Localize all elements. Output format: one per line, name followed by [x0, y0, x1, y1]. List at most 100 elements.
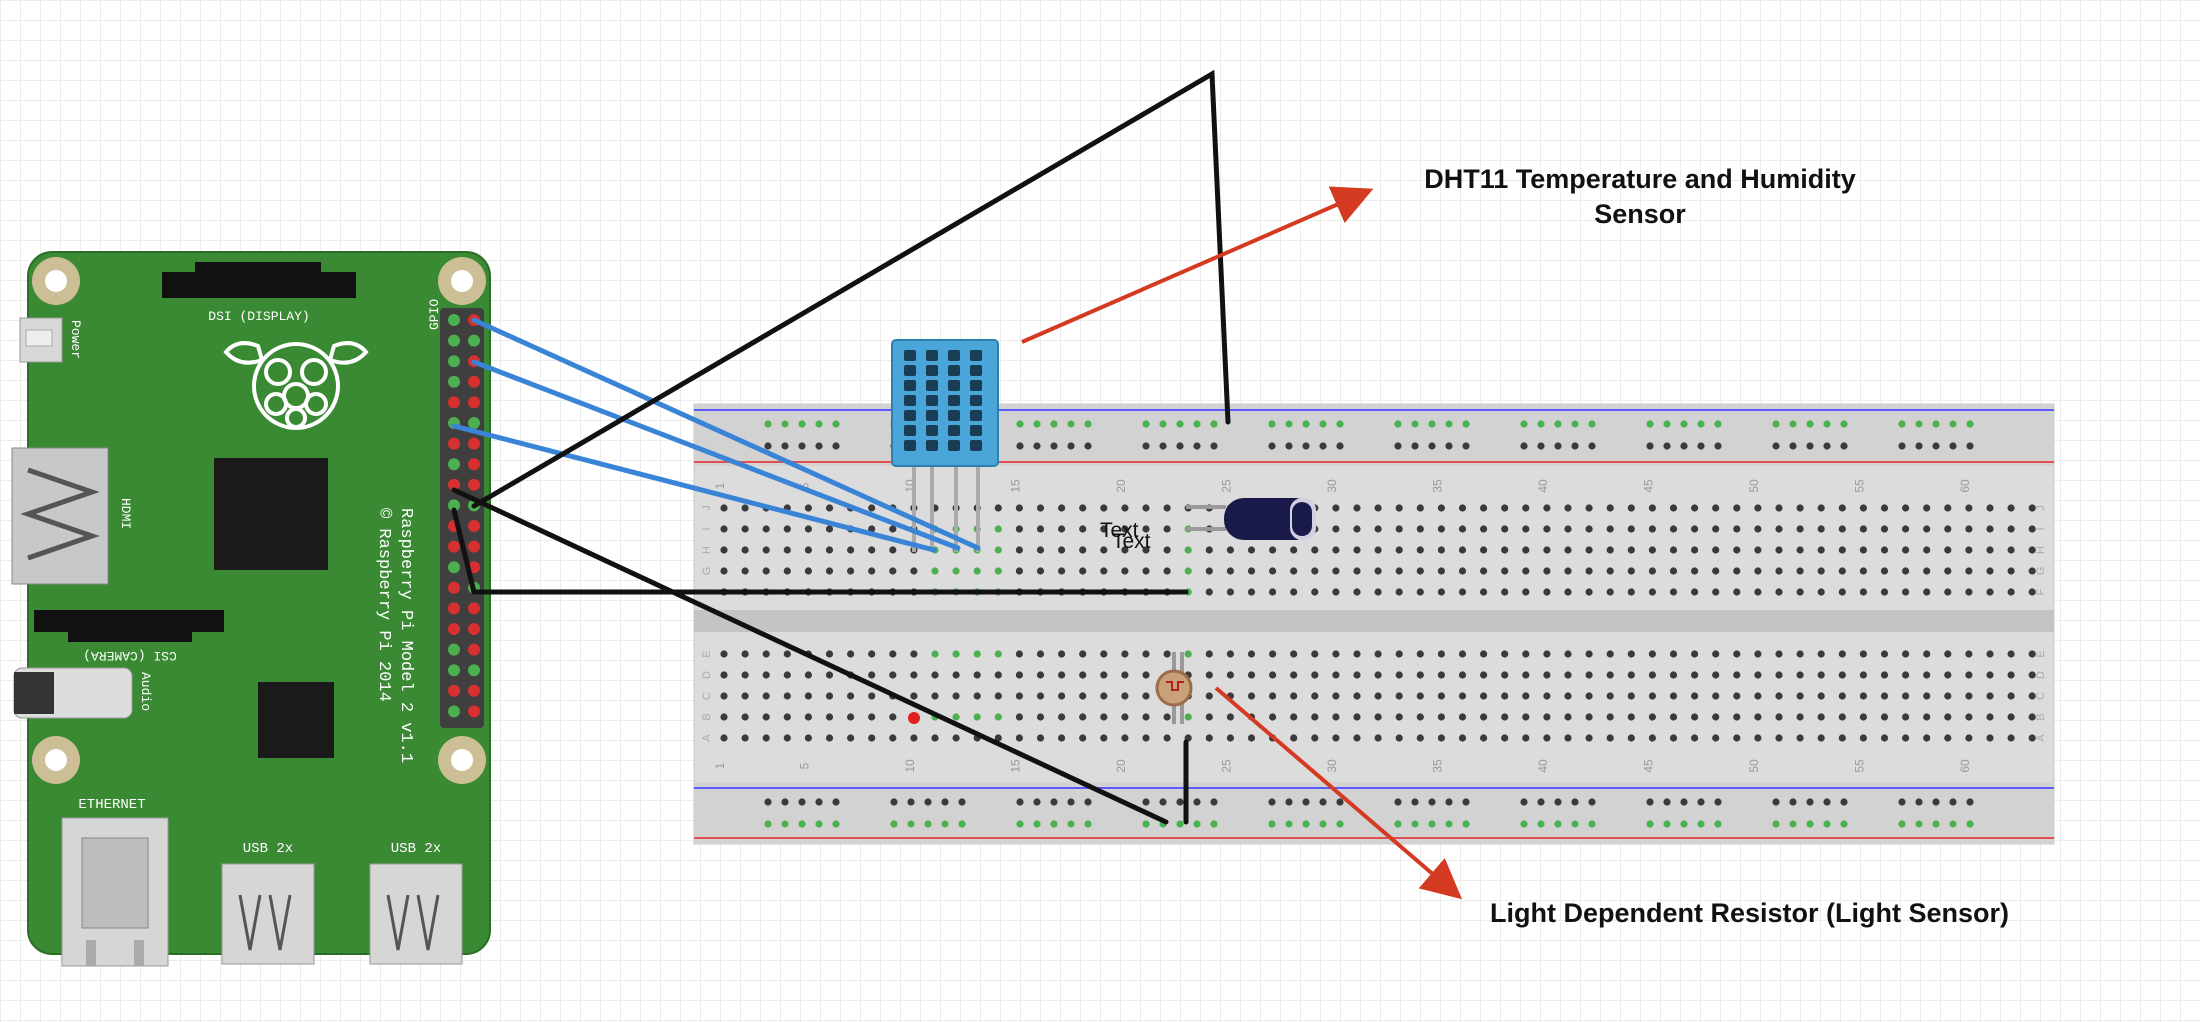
breadboard-hole: [1205, 546, 1213, 554]
breadboard-hole: [1754, 525, 1762, 533]
breadboard-hole: [1480, 504, 1488, 512]
breadboard-hole: [1691, 671, 1699, 679]
breadboard-hole: [1501, 713, 1509, 721]
dht11-vent: [970, 380, 982, 391]
breadboard-hole: [1965, 650, 1973, 658]
breadboard-hole: [1121, 525, 1129, 533]
breadboard-hole: [973, 650, 981, 658]
breadboard-hole: [2007, 588, 2015, 596]
rail-hole: [781, 442, 789, 450]
breadboard-hole: [1163, 650, 1171, 658]
breadboard-hole: [1859, 525, 1867, 533]
usb-label-1: USB 2x: [243, 841, 293, 857]
rail-hole: [1571, 820, 1579, 828]
breadboard-hole: [1015, 734, 1024, 742]
breadboard-hole: [1458, 546, 1467, 554]
breadboard-hole: [1838, 671, 1846, 679]
breadboard-hole: [994, 546, 1002, 554]
breadboard-hole: [1543, 650, 1551, 658]
breadboard-hole: [1184, 650, 1192, 658]
breadboard-hole: [1944, 671, 1952, 679]
gpio-pin: [448, 314, 460, 326]
breadboard-hole: [1416, 692, 1424, 700]
rail-hole: [1697, 420, 1705, 428]
breadboard-hole: [1564, 504, 1572, 512]
breadboard-hole: [1395, 734, 1403, 742]
rail-hole: [1142, 442, 1150, 450]
breadboard-hole: [1627, 650, 1635, 658]
breadboard-hole: [868, 671, 876, 679]
column-number-top: 55: [1852, 479, 1866, 493]
gpio-pin: [448, 478, 460, 491]
breadboard-hole: [994, 525, 1002, 533]
dht11-vent: [904, 350, 916, 361]
breadboard-hole: [1353, 692, 1361, 700]
usb-lan-chip: [258, 682, 334, 758]
gpio-pin: [448, 355, 460, 368]
breadboard-hole: [1353, 671, 1361, 679]
breadboard-hole: [889, 525, 897, 533]
column-number-bottom: 45: [1641, 759, 1655, 773]
rail-hole: [1050, 420, 1058, 428]
breadboard-hole: [783, 525, 791, 533]
rail-hole: [1915, 820, 1923, 828]
breadboard-hole: [1585, 567, 1593, 575]
rail-hole: [1016, 820, 1024, 828]
rail-hole: [1789, 420, 1797, 428]
breadboard-hole: [1269, 567, 1277, 575]
rail-hole: [1663, 442, 1671, 450]
rail-hole: [1302, 420, 1310, 428]
breadboard-hole: [762, 692, 770, 700]
breadboard-hole: [762, 525, 770, 533]
breadboard-hole: [1458, 588, 1467, 596]
rail-hole: [1210, 820, 1218, 828]
breadboard-hole: [1100, 525, 1108, 533]
breadboard-hole: [1437, 546, 1445, 554]
breadboard-hole: [2007, 734, 2015, 742]
breadboard-hole: [2007, 692, 2015, 700]
rail-hole: [1210, 442, 1218, 450]
breadboard-hole: [1564, 567, 1572, 575]
rail-hole: [1680, 820, 1688, 828]
breadboard-hole: [1332, 504, 1340, 512]
breadboard-hole: [1332, 671, 1340, 679]
breadboard-hole: [1416, 567, 1424, 575]
rail-hole: [1840, 798, 1848, 806]
breadboard-hole: [1817, 588, 1825, 596]
breadboard-hole: [889, 546, 897, 554]
breadboard-hole: [1585, 588, 1593, 596]
breadboard-hole: [1965, 713, 1973, 721]
breadboard-hole: [1269, 671, 1277, 679]
column-number-bottom: 20: [1114, 759, 1128, 773]
rail-hole: [1772, 442, 1780, 450]
column-number-bottom: 35: [1430, 759, 1444, 773]
breadboard-hole: [868, 650, 876, 658]
breadboard-hole: [804, 671, 813, 679]
breadboard-hole: [1058, 692, 1066, 700]
wires: [451, 69, 1231, 825]
dht11-vent: [926, 365, 938, 376]
breadboard-hole: [1712, 713, 1720, 721]
breadboard-hole: [1543, 734, 1551, 742]
breadboard-hole: [1902, 692, 1910, 700]
rail-hole: [1319, 820, 1327, 828]
breadboard-hole: [762, 546, 770, 554]
breadboard-hole: [1015, 525, 1024, 533]
gpio-pin: [448, 705, 460, 718]
breadboard-hole: [1353, 504, 1361, 512]
rail-hole: [1268, 420, 1276, 428]
breadboard-hole: [1648, 692, 1656, 700]
rail-hole: [832, 798, 840, 806]
breadboard-hole: [1015, 546, 1024, 554]
breadboard-hole: [1015, 692, 1024, 700]
breadboard-hole: [825, 567, 834, 575]
breadboard-hole: [1100, 567, 1108, 575]
rail-hole: [1789, 442, 1797, 450]
row-letter: J: [2035, 505, 2047, 511]
breadboard-hole: [1733, 734, 1741, 742]
breadboard-hole: [1226, 713, 1234, 721]
breadboard-hole: [1986, 546, 1994, 554]
rail-hole: [1193, 820, 1201, 828]
row-letter: H: [701, 546, 713, 554]
gpio-pin: [468, 705, 480, 718]
